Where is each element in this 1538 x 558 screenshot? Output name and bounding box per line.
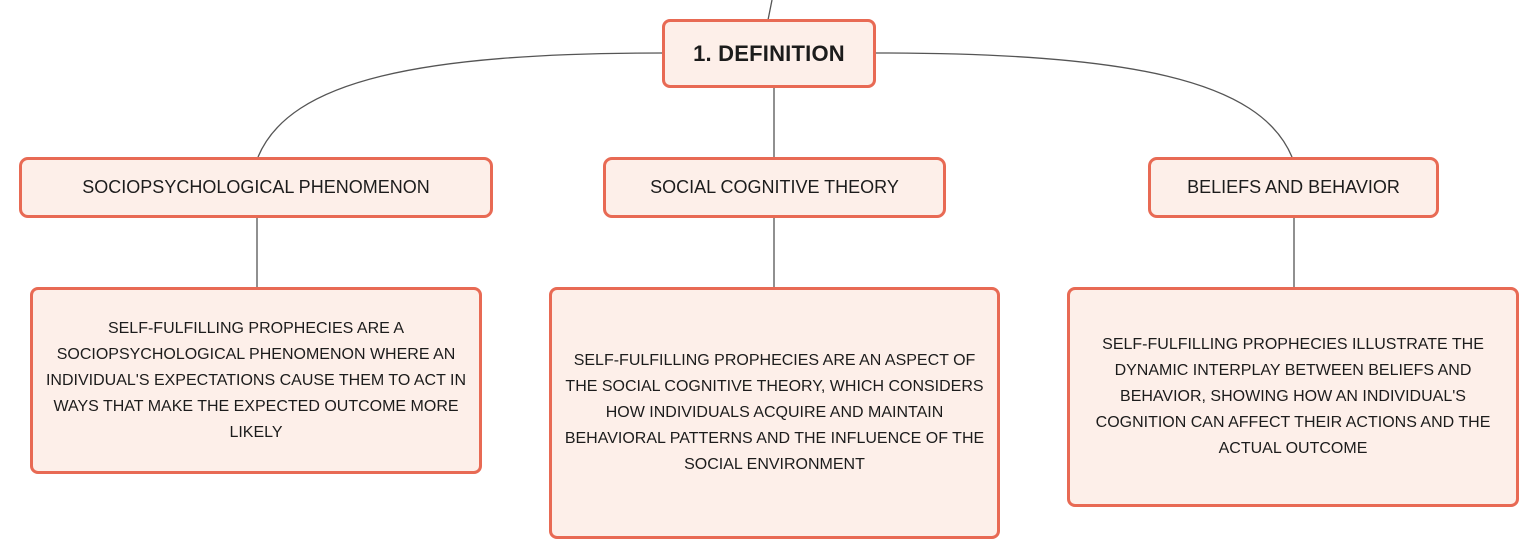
detail-node-sociopsychological[interactable]: SELF-FULFILLING PROPHECIES ARE A SOCIOPS… (30, 287, 482, 474)
detail-node-beliefs-behavior[interactable]: SELF-FULFILLING PROPHECIES ILLUSTRATE TH… (1067, 287, 1519, 507)
root-node-definition[interactable]: 1. DEFINITION (662, 19, 876, 88)
node-label: SOCIOPSYCHOLOGICAL PHENOMENON (82, 177, 430, 197)
detail-text: SELF-FULFILLING PROPHECIES ARE AN ASPECT… (564, 352, 985, 473)
node-label: BELIEFS AND BEHAVIOR (1187, 177, 1400, 197)
link-root-to-sociopsychological (257, 52, 664, 158)
node-label: SOCIAL COGNITIVE THEORY (650, 177, 899, 197)
incoming-link (767, 0, 773, 21)
detail-text: SELF-FULFILLING PROPHECIES ARE A SOCIOPS… (45, 319, 467, 441)
detail-text: SELF-FULFILLING PROPHECIES ILLUSTRATE TH… (1095, 336, 1491, 457)
link-root-to-beliefs (874, 52, 1293, 158)
detail-node-social-cognitive[interactable]: SELF-FULFILLING PROPHECIES ARE AN ASPECT… (549, 287, 1000, 539)
root-node-label: 1. DEFINITION (693, 40, 845, 66)
node-sociopsychological-phenomenon[interactable]: SOCIOPSYCHOLOGICAL PHENOMENON (19, 157, 493, 218)
node-social-cognitive-theory[interactable]: SOCIAL COGNITIVE THEORY (603, 157, 946, 218)
node-beliefs-and-behavior[interactable]: BELIEFS AND BEHAVIOR (1148, 157, 1439, 218)
